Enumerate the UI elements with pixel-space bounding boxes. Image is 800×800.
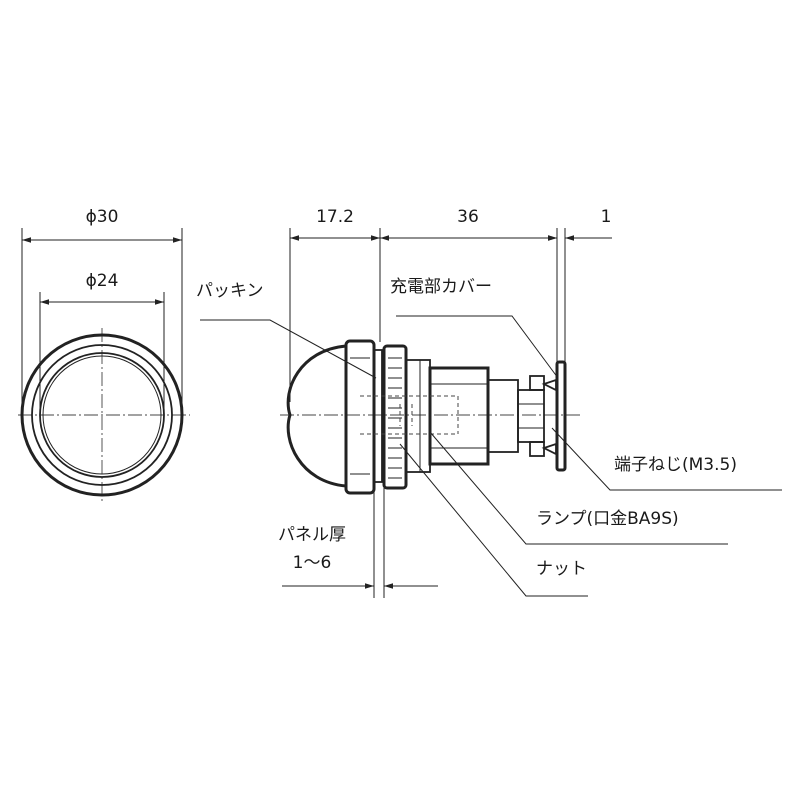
dim-panel-thickness: パネル厚 1～6 xyxy=(278,482,438,598)
nut-label: ナット xyxy=(536,559,587,579)
dim-side-top: 17.2 36 1 xyxy=(289,207,612,402)
dim-outer-diameter: ϕ30 xyxy=(21,207,183,408)
side-view xyxy=(280,339,580,495)
dim-inner-diameter: ϕ24 xyxy=(39,271,165,408)
charging-cover-label: 充電部カバー xyxy=(390,277,492,297)
packing-element xyxy=(373,349,383,483)
lamp-label: ランプ(口金BA9S) xyxy=(536,509,679,529)
panel-thickness-label: パネル厚 xyxy=(278,525,346,545)
outer-diameter-label: ϕ30 xyxy=(86,207,119,227)
terminal-length-label: 1 xyxy=(601,207,612,227)
main-housing xyxy=(428,366,490,466)
body-length-label: 36 xyxy=(457,207,479,227)
callout-packing: パッキン xyxy=(196,281,377,379)
charging-cover-plate xyxy=(555,360,567,472)
outer-ring xyxy=(20,333,184,497)
inner-lens-edge xyxy=(39,352,165,478)
callout-charging-cover: 充電部カバー xyxy=(390,277,559,379)
nut-element xyxy=(382,344,408,490)
rear-socket xyxy=(487,379,519,453)
callout-terminal-screw: 端子ねじ(M3.5) xyxy=(551,427,782,491)
middle-ring xyxy=(31,344,173,486)
terminal-screw-bottom xyxy=(529,441,545,457)
terminal-screw-top xyxy=(529,375,545,391)
front-length-label: 17.2 xyxy=(316,207,354,227)
packing-label: パッキン xyxy=(196,281,264,301)
terminal-screw-label: 端子ねじ(M3.5) xyxy=(614,455,737,475)
front-view xyxy=(18,328,190,502)
lens-dome xyxy=(286,344,347,488)
inner-diameter-label: ϕ24 xyxy=(86,271,119,291)
panel-thickness-range: 1～6 xyxy=(293,553,332,573)
callout-nut: ナット xyxy=(399,443,588,597)
lens-rim xyxy=(42,355,162,475)
terminal-block xyxy=(517,389,545,443)
lamp-outline xyxy=(360,395,459,435)
callout-lamp: ランプ(口金BA9S) xyxy=(429,431,728,545)
